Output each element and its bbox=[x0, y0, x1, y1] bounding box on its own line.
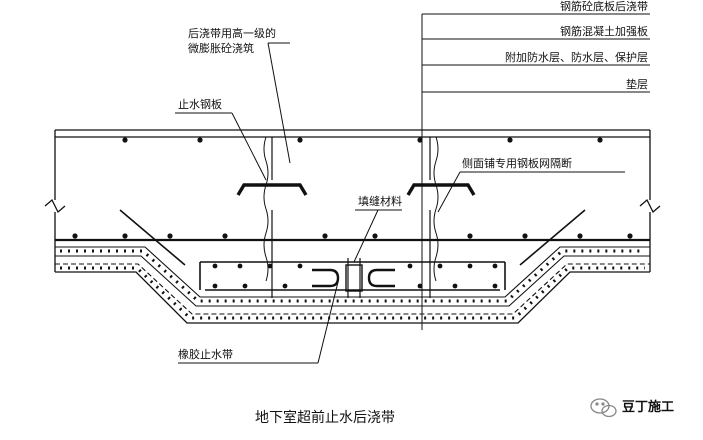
label-waterstop-plate: 止水钢板 bbox=[178, 97, 222, 111]
label-joint-filler: 填缝材料 bbox=[358, 194, 402, 208]
layer-callout-4: 垫层 bbox=[626, 77, 648, 91]
annotation-labels: 后浇带用高一级的 微膨胀砼浇筑 止水钢板 填缝材料 侧面铺专用钢板网隔断 橡胶止… bbox=[178, 26, 572, 361]
rebar-dots bbox=[72, 137, 633, 289]
waterproof-layers bbox=[55, 246, 650, 324]
steel-mesh-dividers bbox=[263, 136, 439, 282]
layer-callout-2: 钢筋混凝土加强板 bbox=[560, 24, 648, 38]
construction-joints bbox=[271, 137, 431, 298]
layer-callout-labels: 钢筋砼底板后浇带 钢筋混凝土加强板 附加防水层、防水层、保护层 垫层 bbox=[505, 0, 648, 91]
label-side-steel-mesh: 侧面铺专用钢板网隔断 bbox=[462, 156, 572, 170]
label-post-pour-concrete-line2: 微膨胀砼浇筑 bbox=[188, 41, 254, 55]
label-rubber-waterstop: 橡胶止水带 bbox=[178, 347, 233, 361]
leader-lines bbox=[175, 13, 650, 364]
wechat-icon bbox=[590, 398, 617, 418]
watermark-text: 豆丁施工 bbox=[622, 399, 674, 415]
label-post-pour-concrete-line1: 后浇带用高一级的 bbox=[188, 26, 276, 40]
waterstop-steel-plates bbox=[236, 183, 476, 196]
layer-callout-1: 钢筋砼底板后浇带 bbox=[560, 0, 648, 13]
watermark: 豆丁施工 bbox=[590, 398, 674, 418]
rubber-waterstop bbox=[312, 264, 395, 292]
layer-callout-3: 附加防水层、防水层、保护层 bbox=[505, 50, 648, 64]
diagram-caption: 地下室超前止水后浇带 bbox=[255, 409, 395, 426]
slab-outline bbox=[44, 129, 661, 272]
rebar-lines bbox=[119, 209, 586, 291]
